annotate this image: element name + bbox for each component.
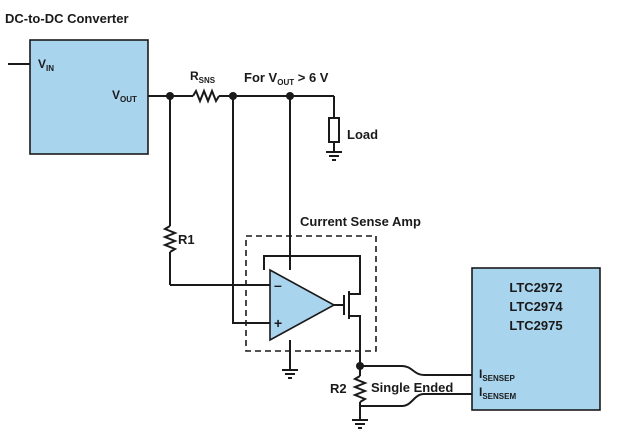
junction-dot-r2 [356,362,364,370]
isensep-wire [360,365,472,376]
r2-label: R2 [330,381,347,396]
load-label: Load [347,127,378,142]
r1-label: R1 [178,232,195,247]
amp-ground-icon [282,369,298,379]
diagram-title: DC-to-DC Converter [5,11,129,26]
r2-resistor [352,375,368,403]
rsns-resistor [192,88,220,104]
current-sense-amp-box [245,235,377,352]
junction-dot-r1 [166,92,174,100]
isensem-wire [360,393,472,407]
single-ended-label: Single Ended [371,380,453,395]
vout-label: VOUT [112,88,137,104]
dc-dc-converter-block [29,39,149,155]
rsns-label: RSNS [190,69,216,85]
r2-ground-icon [352,419,368,429]
vout-condition-note: For VOUT > 6 V [244,70,329,87]
load-ground-icon [326,151,342,161]
junction-dot-plus [229,92,237,100]
isensep-pin-label: ISENSEP [479,367,515,383]
r1-resistor [162,225,178,253]
amp-minus-label: – [274,277,282,293]
isensem-pin-label: ISENSEM [479,385,516,401]
load-resistor [328,117,340,143]
current-sense-amp-label: Current Sense Amp [300,214,421,229]
chip-name-3: LTC2975 [509,318,562,333]
feedback-wire [263,255,361,295]
ltc-chip-block [471,267,601,411]
noninverting-input-wire [232,96,270,324]
chip-name-2: LTC2974 [509,299,563,314]
chip-name-1: LTC2972 [509,280,562,295]
mosfet-drain-wire [349,315,361,366]
amp-plus-label: + [274,315,282,331]
junction-dot-supply [286,92,294,100]
vin-label: VIN [38,57,54,73]
op-amp-triangle [269,268,336,342]
